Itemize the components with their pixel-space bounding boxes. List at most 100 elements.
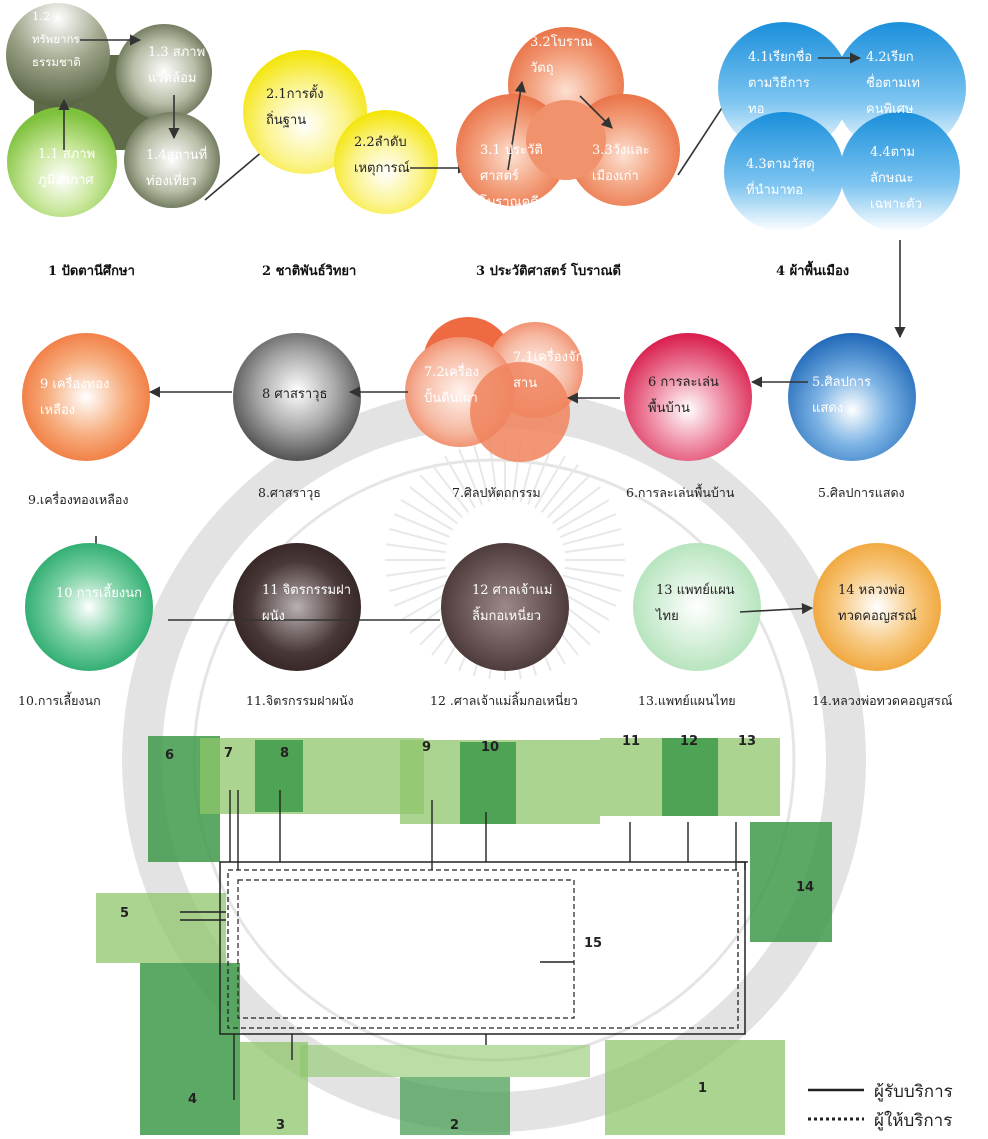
zone-10-caption: 10.การเลี้ยงนก bbox=[18, 693, 101, 708]
floor-plan bbox=[96, 736, 832, 1135]
seal-ray bbox=[388, 574, 448, 593]
zone-6-text: 6 การละเล่น พื้นบ้าน bbox=[648, 375, 719, 416]
seal-ray bbox=[540, 464, 579, 514]
circle-zone-13 bbox=[633, 543, 761, 671]
plan-number-13: 13 bbox=[738, 734, 757, 749]
zone-7-2-text: 7.2เครื่อง ปั้นดินเผา bbox=[424, 365, 479, 406]
circle-4-1 bbox=[718, 22, 850, 154]
circle-zone-10 bbox=[25, 543, 153, 671]
plan-number-5: 5 bbox=[120, 906, 130, 921]
plan-room-1 bbox=[605, 1040, 785, 1135]
circle-zone-8 bbox=[233, 333, 361, 461]
item-4-1: 4.1เรียกชื่อ ตามวิธีการ ทอ bbox=[748, 50, 813, 117]
plan-number-11: 11 bbox=[622, 734, 641, 749]
legend-service-recipient: ผู้รับบริการ bbox=[874, 1082, 953, 1102]
seal-ray bbox=[564, 566, 625, 577]
plan-number-10: 10 bbox=[481, 740, 500, 755]
topic-clusters bbox=[6, 3, 966, 339]
circle-4-2 bbox=[834, 22, 966, 154]
arrow-group1-to-group2 bbox=[204, 144, 271, 201]
circle-1-4 bbox=[124, 112, 220, 208]
plan-number-2: 2 bbox=[450, 1118, 460, 1133]
circle-zone-9 bbox=[22, 333, 150, 461]
plan-main-hall-service-path bbox=[219, 861, 746, 1035]
group-3-header: 3 ประวัติศาสตร์ โบราณดี bbox=[476, 264, 621, 279]
zone-9-caption: 9.เครื่องทองเหลือง bbox=[28, 492, 129, 507]
circle-zone-11 bbox=[233, 543, 361, 671]
zone-5-text: 5.ศิลปการ แสดง bbox=[812, 375, 872, 416]
seal-ray bbox=[560, 513, 617, 538]
seal-ray bbox=[385, 543, 446, 554]
circle-1-3 bbox=[116, 24, 212, 120]
zone-row-2 bbox=[22, 317, 916, 562]
plan-room-14 bbox=[750, 822, 832, 942]
zone-9-text: 9 เครื่องทอง เหลือง bbox=[40, 377, 110, 418]
plan-number-15: 15 bbox=[584, 936, 603, 951]
arrow-3-1-to-3-2 bbox=[507, 80, 526, 171]
seal-ray bbox=[444, 455, 476, 509]
circle-4-3 bbox=[724, 112, 844, 232]
plan-number-9: 9 bbox=[422, 740, 432, 755]
item-2-1: 2.1การตั้ง ถิ่นฐาน bbox=[266, 87, 324, 128]
seal-ray bbox=[409, 486, 459, 525]
seal-ray bbox=[400, 499, 454, 531]
plan-room-10 bbox=[460, 742, 516, 824]
item-2-2: 2.2ลำดับ เหตุการณ์ bbox=[354, 135, 410, 176]
seal-ray bbox=[560, 582, 617, 607]
item-1-1: 1.1 สภาพ ภูมิอากาศ bbox=[38, 147, 96, 188]
zone-14-caption: 14.หลวงพ่อทวดคอญสรณ์ bbox=[812, 693, 953, 708]
plan-room-12 bbox=[662, 738, 718, 816]
circle-zone-5 bbox=[788, 333, 916, 461]
zone-10-text: 10 การเลี้ยงนก bbox=[56, 586, 142, 601]
plan-room-2 bbox=[400, 1077, 510, 1135]
zone-13-text: 13 แพทย์แผน ไทย bbox=[656, 583, 735, 624]
group-2-header: 2 ชาติพันธ์วิทยา bbox=[262, 264, 357, 279]
seal-ray bbox=[472, 443, 491, 503]
plan-room-4 bbox=[140, 963, 240, 1135]
zone-6-caption: 6.การละเล่นพื้นบ้าน bbox=[626, 485, 735, 500]
circle-1-1 bbox=[7, 107, 117, 217]
seal-ray bbox=[388, 527, 448, 546]
item-4-4: 4.4ตาม ลักษณะ เฉพาะตัว bbox=[870, 145, 922, 212]
zone-12-caption: 12 .ศาลเจ้าแม่ลิ้มกอเหนี่ยว bbox=[430, 693, 578, 708]
zone-11-text: 11 จิตรกรรมฝา ผนัง bbox=[262, 583, 352, 624]
plan-number-3: 3 bbox=[276, 1118, 286, 1133]
zone-5-caption: 5.ศิลปการแสดง bbox=[818, 485, 905, 500]
zone-row-3 bbox=[25, 543, 941, 671]
seal-ray bbox=[431, 464, 470, 514]
seal-ray bbox=[534, 455, 566, 509]
item-3-3: 3.3วังและ เมืองเก่า bbox=[592, 143, 650, 184]
plan-room-3 bbox=[240, 1042, 308, 1135]
circle-zone-6 bbox=[624, 333, 752, 461]
circle-zone-14 bbox=[813, 543, 941, 671]
zone-8-text: 8 ศาสราวุธ bbox=[262, 387, 328, 402]
circle-2-1 bbox=[243, 50, 367, 174]
plan-number-6: 6 bbox=[165, 748, 175, 763]
item-4-3: 4.3ตามวัสดุ ที่นำมาทอ bbox=[746, 157, 815, 198]
seal-ray bbox=[562, 574, 622, 593]
plan-main-hall-staff-path bbox=[227, 869, 739, 1029]
item-1-2: 1.2 ทรัพยากร ธรรมชาติ bbox=[32, 9, 81, 69]
plan-number-14: 14 bbox=[796, 880, 815, 895]
seal-ray bbox=[551, 486, 601, 525]
arrow-zone13-to-zone14 bbox=[739, 602, 814, 615]
circle-2-2 bbox=[334, 110, 438, 214]
circle-zone-12 bbox=[441, 543, 569, 671]
seal-ray bbox=[419, 474, 464, 519]
seal-ray bbox=[393, 513, 450, 538]
group-1-header: 1 ปัดตานีศึกษา bbox=[48, 264, 135, 279]
seal-ray bbox=[564, 543, 625, 554]
plan-inner-room-15 bbox=[237, 879, 575, 1019]
plan-strip-top-left bbox=[200, 738, 424, 814]
zone-14-text: 14 หลวงพ่อ ทวดคอญสรณ์ bbox=[838, 583, 917, 624]
item-3-2: 3.2โบราณ วัตถุ bbox=[530, 35, 593, 76]
zone-7-caption: 7.ศิลปหัตถกรรม bbox=[452, 485, 541, 500]
zone-13-caption: 13.แพทย์แผนไทย bbox=[638, 693, 736, 708]
item-3-1: 3.1 ประวัติ ศาสตร์ โบราณคดี bbox=[480, 143, 543, 210]
seal-ray bbox=[393, 582, 450, 607]
zone-11-caption: 11.จิตรกรรมฝาผนัง bbox=[246, 693, 354, 708]
plan-number-4: 4 bbox=[188, 1092, 198, 1107]
seal-ray bbox=[527, 448, 552, 505]
